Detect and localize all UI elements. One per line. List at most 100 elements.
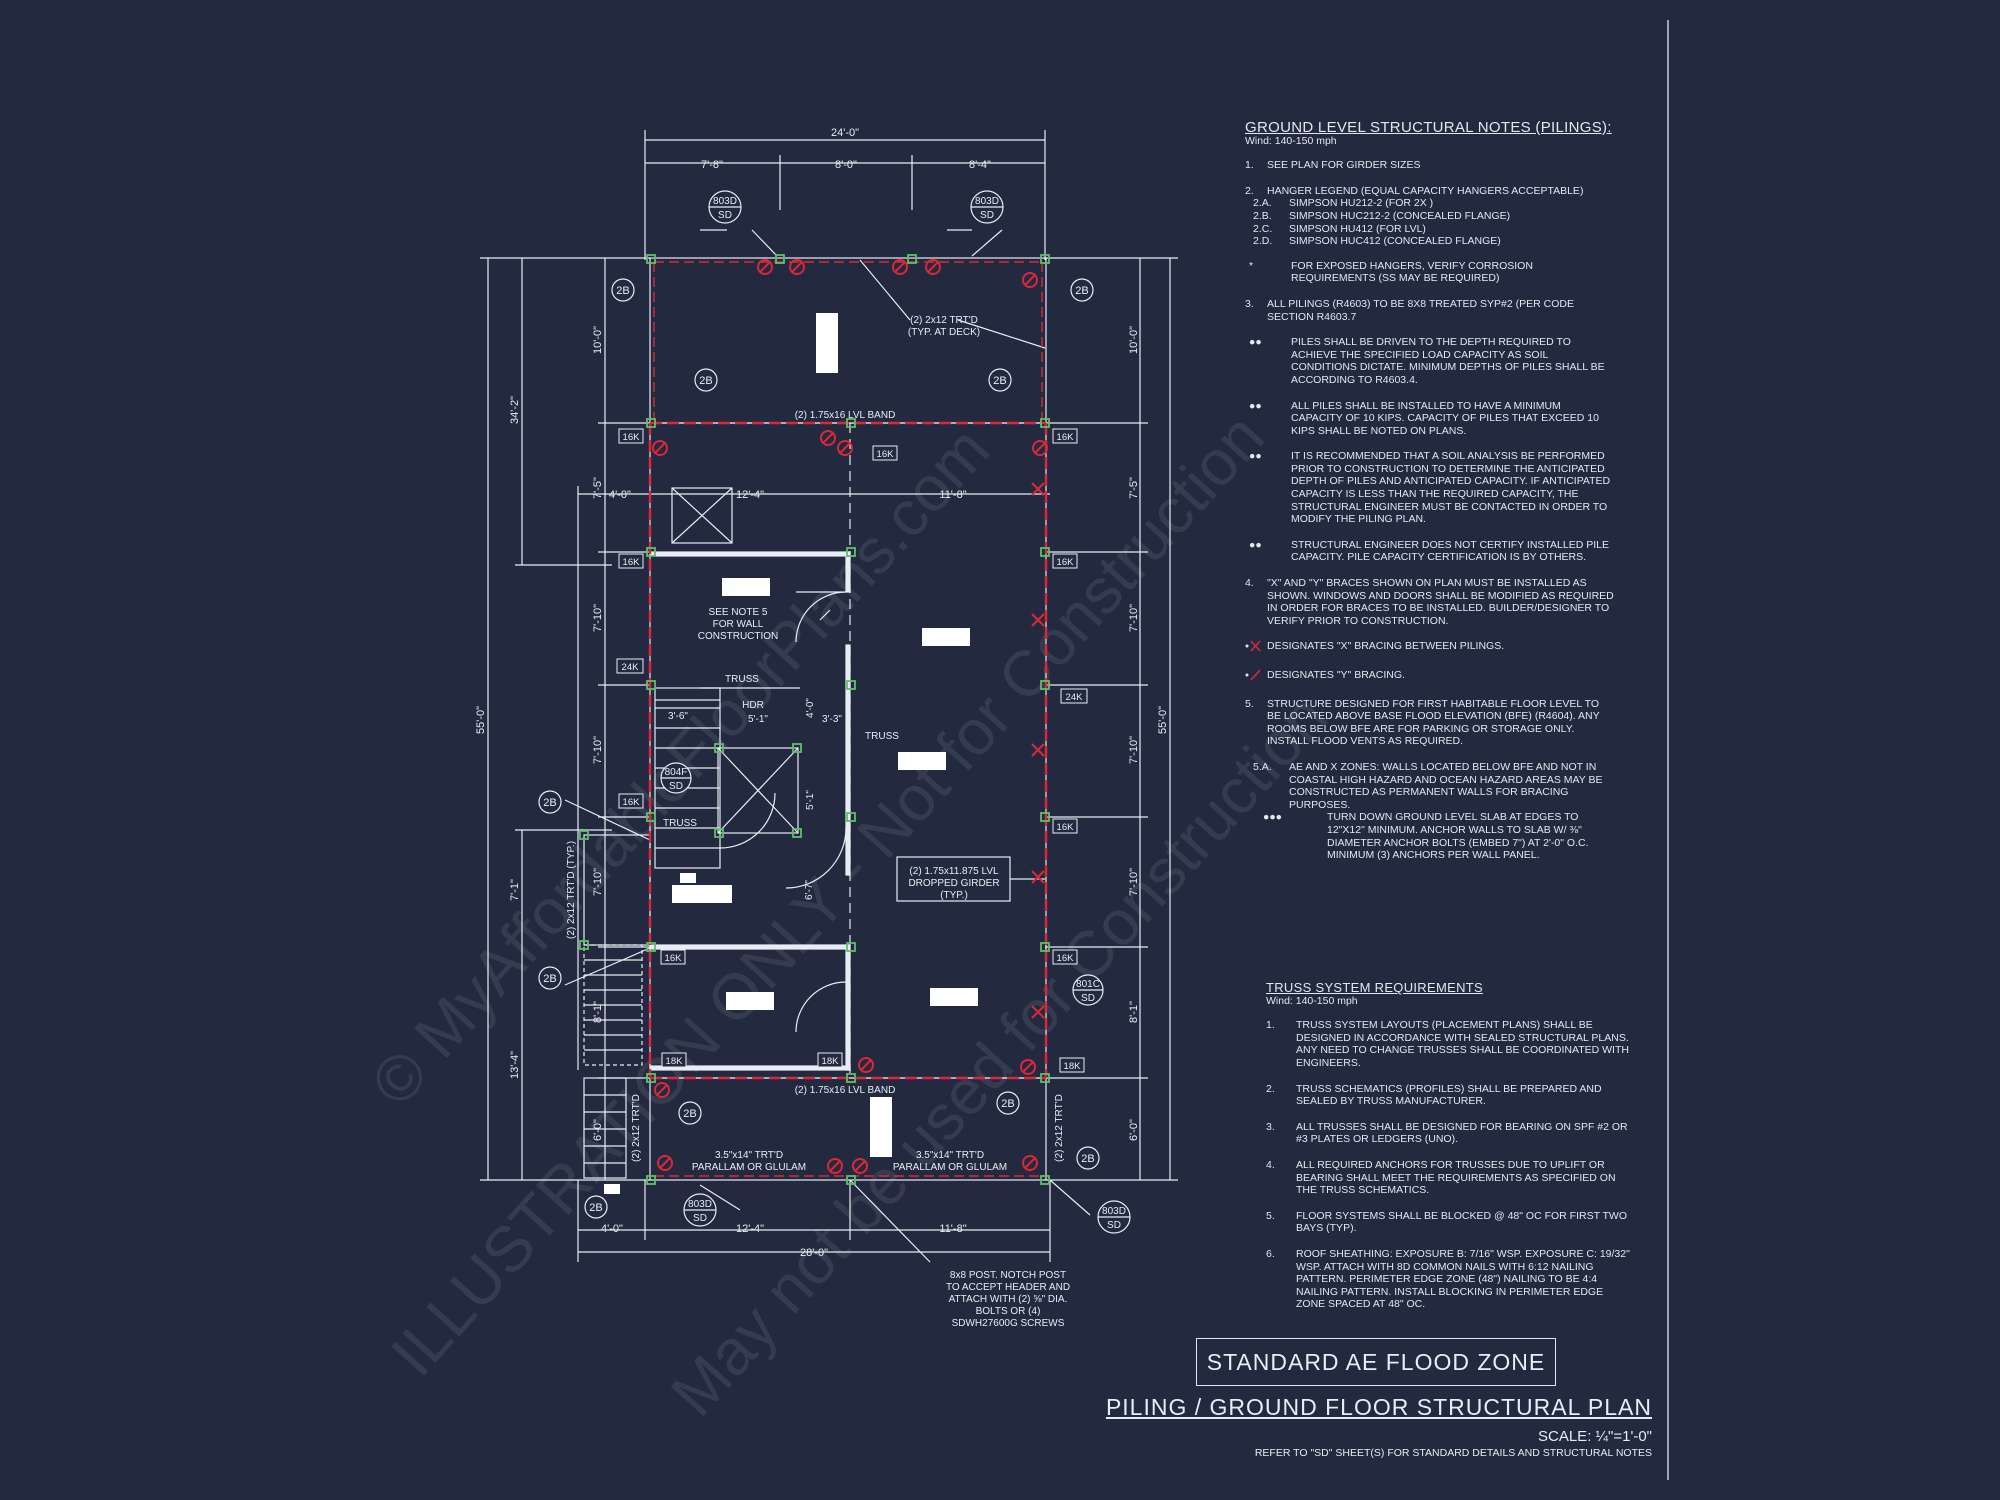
note-text: FLOOR SYSTEMS SHALL BE BLOCKED @ 48" OC … (1296, 1209, 1628, 1235)
ground-note-1: 1. SEE PLAN FOR GIRDER SIZES (1245, 159, 1615, 172)
note-bullet: ●● (1249, 399, 1262, 412)
callout-803d-3: 803D (688, 1199, 712, 1210)
wall-room-top (649, 551, 851, 557)
sheet-border (1667, 20, 1669, 1480)
label-dropped-2: DROPPED GIRDER (908, 878, 999, 889)
label-post-1: 8x8 POST. NOTCH POST (950, 1270, 1066, 1281)
dim-bottom-overall: 28'-0" (800, 1247, 828, 1259)
ground-note-5b: ●●●TURN DOWN GROUND LEVEL SLAB AT EDGES … (1245, 811, 1615, 861)
door-swing-stair (719, 792, 776, 849)
cap-16k-1: 16K (623, 432, 641, 443)
ground-note-y-bracing: DESIGNATES "Y" BRACING. (1245, 669, 1615, 685)
cap-16k-2: 16K (1057, 432, 1075, 443)
label-post-3: ATTACH WITH (2) ⅝" DIA. (949, 1294, 1068, 1305)
note-text: HANGER LEGEND (EQUAL CAPACITY HANGERS AC… (1267, 184, 1584, 197)
dim-stair-1: 3'-6" (668, 711, 688, 722)
cap-16k-4: 16K (623, 557, 641, 568)
dim-left-4: 7'-10" (592, 736, 604, 764)
brace-markers (652, 259, 1048, 1174)
label-truss-3: TRUSS (663, 818, 697, 829)
label-parallam-left-2: PARALLAM OR GLULAM (692, 1162, 806, 1173)
note-num: 1. (1245, 159, 1254, 172)
bracing-lines (648, 261, 1048, 1177)
dim-mid-3: 11'-8" (939, 489, 966, 501)
callout-803d-1: 803D (713, 196, 737, 207)
dim-left-overall-upper: 34'-2" (509, 396, 521, 424)
label-dropped-3: (TYP.) (940, 890, 968, 901)
sheet-reference-note: REFER TO "SD" SHEET(S) FOR STANDARD DETA… (1254, 1447, 1652, 1459)
note-num: 3. (1266, 1120, 1275, 1133)
ground-note-2b: 2.B.SIMPSON HUC212-2 (CONCEALED FLANGE) (1245, 210, 1615, 223)
dim-right-3: 7'-10" (1128, 604, 1140, 632)
note-text: DESIGNATES "X" BRACING BETWEEN PILINGS. (1267, 640, 1505, 653)
note-text: ALL PILINGS (R4603) TO BE 8X8 TREATED SY… (1267, 297, 1574, 323)
dim-left-7: 6'-0" (592, 1119, 604, 1141)
y-brace-icon (1245, 669, 1261, 681)
truss-note-2: 2.TRUSS SCHEMATICS (PROFILES) SHALL BE P… (1266, 1083, 1632, 1108)
label-trtd-bottom-left: (2) 2x12 TRT'D (631, 1094, 642, 1162)
door-swing-middle (785, 827, 847, 889)
deck-top (649, 257, 1047, 424)
label-hdr: HDR (742, 700, 764, 711)
note-num: 2.A. (1253, 197, 1272, 210)
label-truss-2: TRUSS (865, 731, 899, 742)
label-see-note-1: SEE NOTE 5 (709, 607, 768, 618)
exterior-stair-lower (583, 1077, 627, 1179)
sheet-scale: SCALE: ¼"=1'-0" (1538, 1428, 1652, 1445)
note-num: 2.D. (1253, 235, 1273, 248)
callout-sd-6: SD (1081, 993, 1095, 1004)
dim-right-5: 7'-10" (1128, 868, 1140, 896)
ground-note-x-bracing: DESIGNATES "X" BRACING BETWEEN PILINGS. (1245, 640, 1615, 656)
callout-sd-1: SD (718, 210, 732, 221)
note-bullet: * (1249, 259, 1254, 272)
note-text: AE AND X ZONES: WALLS LOCATED BELOW BFE … (1289, 760, 1603, 811)
cap-16k-9: 16K (1057, 953, 1075, 964)
note-num: 5.A. (1253, 760, 1272, 773)
dim-bottom-1: 4'-0" (601, 1223, 623, 1235)
ground-note-5a: 5.A. AE AND X ZONES: WALLS LOCATED BELOW … (1245, 761, 1615, 811)
dim-left-5: 7'-10" (592, 868, 604, 896)
ground-note-star: *FOR EXPOSED HANGERS, VERIFY CORROSION R… (1245, 260, 1615, 285)
truss-note-1: 1.TRUSS SYSTEM LAYOUTS (PLACEMENT PLANS)… (1266, 1019, 1632, 1069)
pilings (579, 254, 1050, 1185)
dim-left-3: 7'-10" (592, 604, 604, 632)
pile-tags: 2B 2B 2B 2B 2B 2B 2B 2B 2B 2B (538, 278, 1100, 1219)
ground-note-2a: 2.A. SIMPSON HU212-2 (FOR 2X ) (1245, 197, 1615, 210)
ground-notes-wind: Wind: 140-150 mph (1245, 134, 1337, 147)
label-post-4: BOLTS OR (4) (976, 1306, 1041, 1317)
note-text: PILES SHALL BE DRIVEN TO THE DEPTH REQUI… (1291, 336, 1605, 386)
note-text: SEE PLAN FOR GIRDER SIZES (1267, 159, 1421, 172)
tag-2b-1: 2B (616, 285, 629, 297)
note-text: TRUSS SYSTEM LAYOUTS (PLACEMENT PLANS) S… (1296, 1019, 1629, 1069)
ground-notes-title: GROUND LEVEL STRUCTURAL NOTES (PILINGS): (1245, 119, 1612, 136)
label-trtd-top-2: (TYP. AT DECK) (908, 327, 980, 338)
flood-zone-stamp: STANDARD AE FLOOD ZONE (1196, 1338, 1556, 1386)
truss-note-5: 5.FLOOR SYSTEMS SHALL BE BLOCKED @ 48" O… (1266, 1210, 1632, 1235)
dim-bottom-2: 12'-4" (736, 1223, 764, 1235)
callout-803d-2: 803D (975, 196, 999, 207)
cap-16k-3: 16K (877, 449, 895, 460)
callout-sd-3: SD (693, 1213, 707, 1224)
label-lvl-band-bottom: (2) 1.75x16 LVL BAND (795, 1085, 896, 1096)
cap-16k-7: 16K (1057, 822, 1075, 833)
tag-2b-9: 2B (1081, 1153, 1094, 1165)
note-text: SIMPSON HU212-2 (FOR 2X ) (1289, 197, 1434, 210)
truss-note-3: 3.ALL TRUSSES SHALL BE DESIGNED FOR BEAR… (1266, 1121, 1632, 1146)
ground-note-3-b1: ●●PILES SHALL BE DRIVEN TO THE DEPTH REQ… (1245, 336, 1615, 386)
note-bullet: ●●● (1263, 811, 1283, 824)
note-num: 4. (1245, 577, 1254, 590)
note-text: "X" AND "Y" BRACES SHOWN ON PLAN MUST BE… (1267, 577, 1614, 627)
label-trtd-side: (2) 2x12 TRT'D (TYP.) (566, 841, 577, 939)
truss-notes: TRUSS SYSTEM REQUIREMENTS Wind: 140-150 … (1266, 981, 1632, 1324)
tag-2b-2: 2B (1075, 285, 1088, 297)
capacity-tags: 16K 16K 16K 16K 16K 24K 24K 16K 16K 16K … (616, 428, 1088, 1073)
note-text: SIMPSON HU412 (FOR LVL) (1289, 222, 1426, 235)
dim-left-2: 7'-5" (592, 477, 604, 499)
dim-top-3: 8'-4" (969, 159, 991, 171)
note-text: ALL PILES SHALL BE INSTALLED TO HAVE A M… (1291, 399, 1599, 437)
beam-bottom (870, 1097, 892, 1157)
note-text: SIMPSON HUC412 (CONCEALED FLANGE) (1289, 235, 1501, 248)
note-text: SIMPSON HUC212-2 (CONCEALED FLANGE) (1289, 209, 1511, 222)
tag-2b-6: 2B (543, 973, 556, 985)
